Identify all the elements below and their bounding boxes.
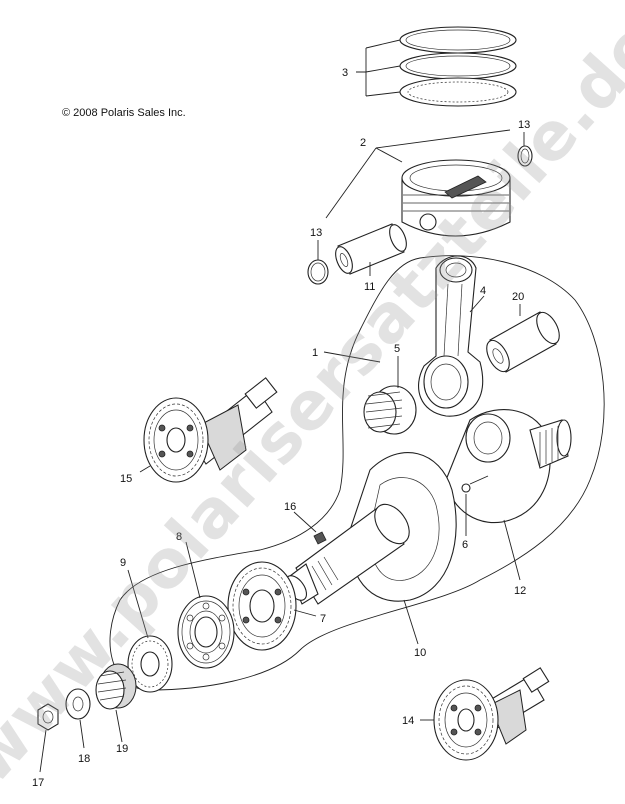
- piston-rings: [399, 26, 517, 107]
- circlip-left: [307, 259, 329, 285]
- callout-1: 1: [312, 347, 318, 359]
- callout-13-right: 13: [518, 119, 530, 131]
- callout-10: 10: [414, 647, 426, 659]
- callout-20: 20: [512, 291, 524, 303]
- crankshaft-main: [284, 452, 457, 605]
- thrust-washer: [65, 688, 91, 720]
- callout-11: 11: [364, 281, 375, 293]
- balancer-shaft-upper: [143, 377, 278, 483]
- leader-lines: [39, 39, 525, 773]
- piston-pin: [335, 223, 407, 275]
- callout-18: 18: [78, 753, 90, 765]
- needle-bearing: [95, 663, 137, 710]
- circlip-right: [517, 145, 533, 167]
- callout-15: 15: [120, 473, 132, 485]
- needle-bearing-small: [363, 385, 417, 435]
- callout-14: 14: [402, 715, 414, 727]
- callout-2: 2: [360, 137, 366, 149]
- callout-6: 6: [462, 539, 468, 551]
- callout-13-left: 13: [310, 227, 322, 239]
- callout-16: 16: [284, 501, 296, 513]
- crank-gear: [227, 561, 297, 651]
- connecting-rod: [418, 255, 484, 417]
- assembly-outline: [109, 255, 605, 691]
- callout-8: 8: [176, 531, 182, 543]
- callout-7: 7: [320, 613, 326, 625]
- callout-19: 19: [116, 743, 128, 755]
- callout-12: 12: [514, 585, 526, 597]
- callout-17: 17: [32, 777, 44, 789]
- copyright-notice: © 2008 Polaris Sales Inc.: [62, 107, 186, 119]
- callout-9: 9: [120, 557, 126, 569]
- hex-nut: [37, 703, 59, 731]
- callout-4: 4: [480, 285, 486, 297]
- crankshaft-right-half: [445, 409, 572, 524]
- crank-pin: [486, 311, 560, 373]
- drive-gear-small: [127, 635, 173, 693]
- callout-3: 3: [342, 67, 348, 79]
- main-bearing: [177, 595, 235, 669]
- piston: [401, 159, 511, 237]
- balancer-shaft-lower: [433, 667, 550, 761]
- callout-5: 5: [394, 343, 400, 355]
- woodruff-key: [313, 531, 327, 545]
